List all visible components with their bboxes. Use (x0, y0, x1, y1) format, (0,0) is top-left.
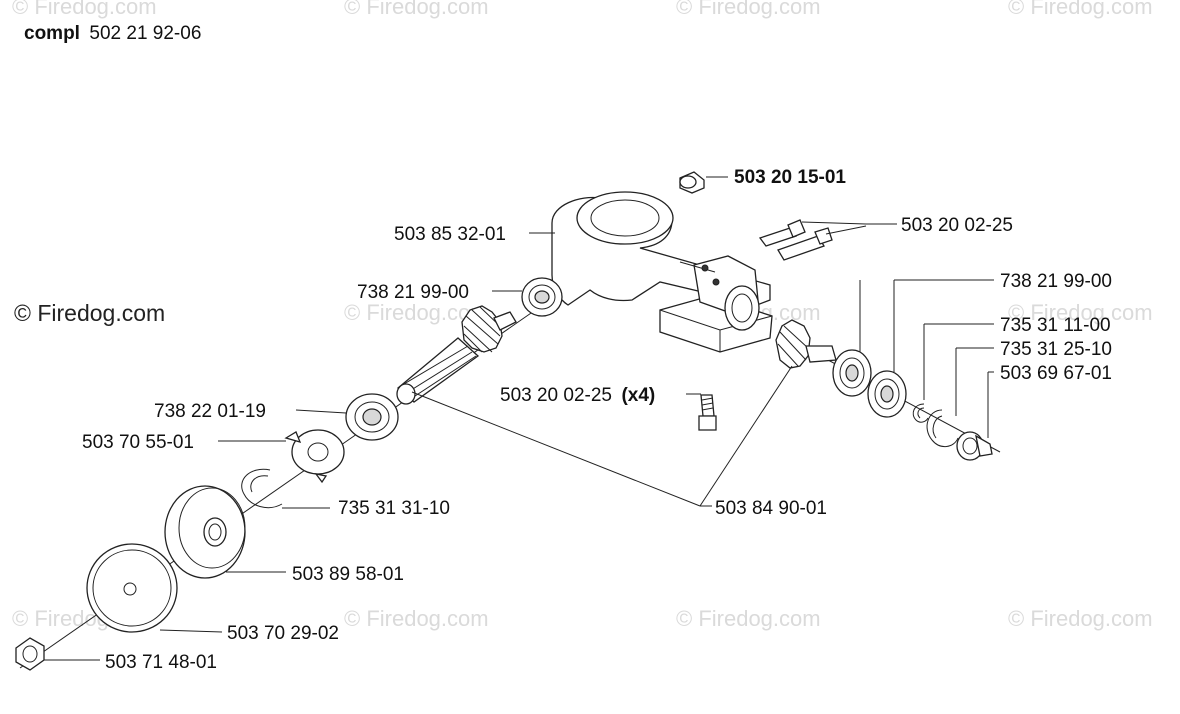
label-503-69-67-01: 503 69 67-01 (1000, 363, 1112, 384)
label-part-number: 503 20 02-25 (500, 385, 612, 406)
label-738-22-01-19: 738 22 01-19 (154, 401, 266, 422)
label-503-89-58-01: 503 89 58-01 (292, 564, 404, 585)
label-503-85-32-01: 503 85 32-01 (394, 224, 506, 245)
thrust-washer (284, 429, 345, 484)
watermark-main: © Firedog.com (14, 300, 165, 326)
label-735-31-25-10: 735 31 25-10 (1000, 339, 1112, 360)
lock-nut (15, 637, 45, 671)
watermark-text: © Firedog.com (1008, 0, 1153, 19)
assembly-prefix: compl (24, 23, 80, 44)
label-quantity: (x4) (621, 385, 655, 406)
support-cup (164, 485, 246, 579)
watermark-text: © Firedog.com (676, 0, 821, 19)
output-seal (956, 431, 993, 461)
retaining-ring-small (912, 403, 929, 423)
output-gear (775, 319, 837, 369)
leader-lines (44, 176, 994, 661)
gear-housing (551, 191, 773, 353)
assembly-number: 502 21 92-06 (89, 23, 201, 44)
watermark-row-bottom: © Firedog.com © Firedog.com © Firedog.co… (12, 606, 1153, 631)
part-labels: 503 20 15-01 503 85 32-01 503 20 02-25 7… (82, 167, 1112, 673)
watermark-text: © Firedog.com (1008, 300, 1153, 325)
watermark-text: © Firedog.com (1008, 606, 1153, 631)
label-503-71-48-01: 503 71 48-01 (105, 652, 217, 673)
blade-flange (86, 543, 178, 633)
label-503-70-55-01: 503 70 55-01 (82, 432, 194, 453)
bearing-right-1 (832, 349, 872, 397)
label-738-21-99-00-left: 738 21 99-00 (357, 282, 469, 303)
watermark-text: © Firedog.com (344, 606, 489, 631)
input-gear (461, 305, 517, 353)
label-503-84-90-01: 503 84 90-01 (715, 498, 827, 519)
label-503-70-29-02: 503 70 29-02 (227, 623, 339, 644)
label-738-21-99-00-right: 738 21 99-00 (1000, 271, 1112, 292)
bearing-left (521, 277, 563, 317)
plug-screw (679, 171, 705, 194)
watermark-text: © Firedog.com (344, 0, 489, 19)
label-503-20-15-01: 503 20 15-01 (734, 167, 846, 188)
label-735-31-11-00: 735 31 11-00 (1000, 315, 1111, 336)
clamp-screws (758, 219, 833, 261)
bolt-x4 (698, 394, 717, 431)
label-735-31-31-10: 735 31 31-10 (338, 498, 450, 519)
watermark-text: © Firedog.com (12, 0, 157, 19)
watermark-text: © Firedog.com (676, 606, 821, 631)
bearing-right-2 (867, 370, 907, 418)
watermark-row-top: © Firedog.com © Firedog.com © Firedog.co… (12, 0, 1153, 19)
circlip (241, 468, 283, 509)
input-shaft (396, 337, 480, 405)
label-503-20-02-25: 503 20 02-25 (901, 215, 1013, 236)
assembly-title: compl 502 21 92-06 (24, 23, 201, 44)
bearing-lower (345, 393, 399, 441)
retaining-ring (926, 409, 959, 447)
label-503-20-02-25-x4: 503 20 02-25 (x4) (500, 385, 655, 406)
